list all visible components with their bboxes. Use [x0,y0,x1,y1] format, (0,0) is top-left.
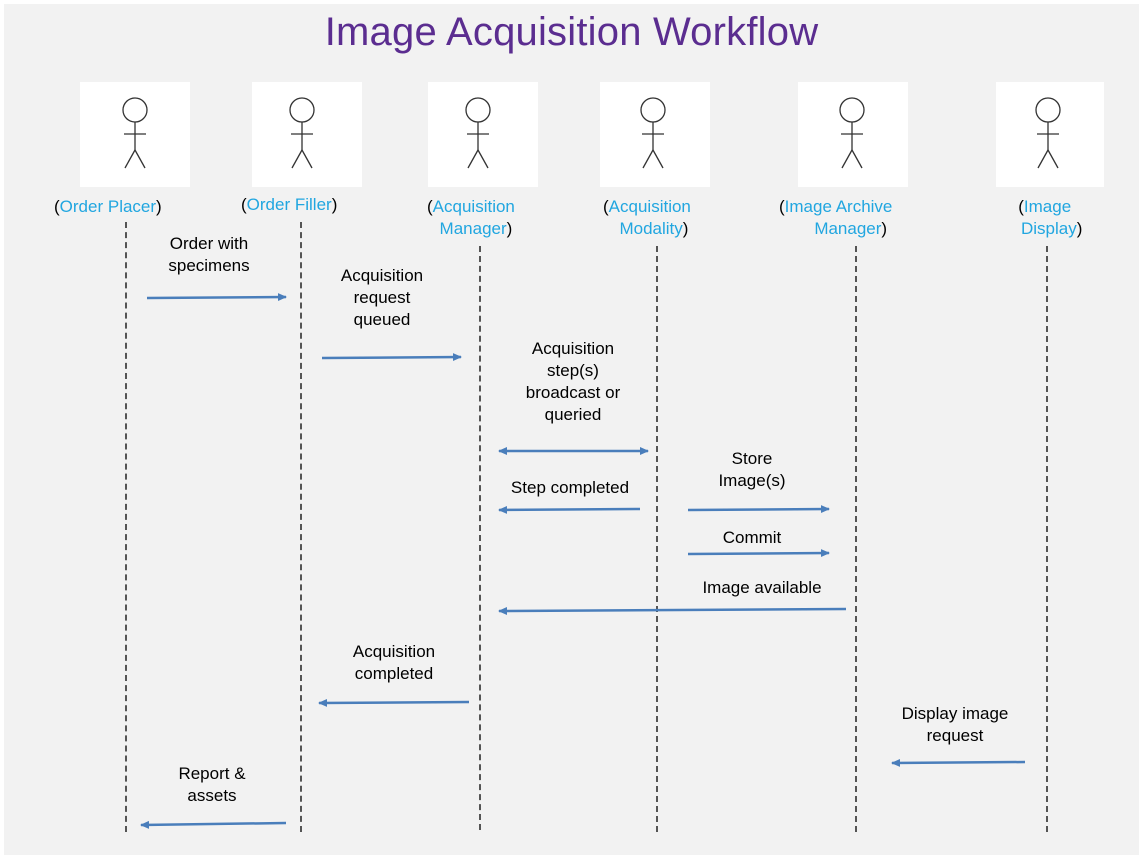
actor-label-order-filler: (Order Filler) [241,195,338,214]
actor-label-acquisition-modality: (Acquisition Modality) [603,197,691,238]
message-label-acquisition-completed: Acquisition completed [335,641,453,685]
actor-name-line2: Manager [814,219,882,238]
actor-name: Order Placer [59,197,157,216]
arrow-order-with-specimens [146,293,287,302]
message-label-commit: Commit [700,527,804,549]
actor-label-order-placer: (Order Placer) [54,197,162,216]
actor-figure-order-placer [80,82,190,187]
message-label-step-completed: Step completed [490,477,650,499]
actor-name: Acquisition [432,197,515,216]
actor-name-line2: Display [1021,219,1077,238]
diagram-background [4,4,1139,855]
arrow-acquisition-request-queued [321,353,462,362]
message-line: Display image [901,704,1009,723]
arrow-acquisition-completed [318,698,470,707]
message-line: Step completed [510,478,630,497]
actor-figure-image-archive-manager [798,82,908,187]
message-line: assets [187,786,237,805]
lifeline-image-archive-manager [855,246,857,832]
message-line: Report & [178,764,246,783]
stick-figure-icon [1035,97,1061,169]
message-line: broadcast or [525,383,621,402]
message-line: Commit [722,528,782,547]
message-line: Acquisition [340,266,424,285]
message-line: Order with [169,234,249,253]
message-line: step(s) [547,361,599,380]
actor-figure-image-display [996,82,1104,187]
lifeline-order-placer [125,222,127,832]
actor-name: Acquisition [608,197,691,216]
stick-figure-icon [289,97,315,169]
stick-figure-icon [640,97,666,169]
message-line: queried [544,405,602,424]
actor-name: Image [1023,197,1072,216]
message-line: queued [353,310,411,329]
actor-label-image-display: (Image Display) [1018,197,1083,238]
message-label-report-assets: Report & assets [160,763,264,807]
arrow-display-image-request [891,758,1026,767]
stick-figure-icon [122,97,148,169]
actor-figure-acquisition-modality [600,82,710,187]
diagram-title: Image Acquisition Workflow [324,10,819,54]
arrow-store-images [687,505,830,514]
actor-label-image-archive-manager: (Image Archive Manager) [779,197,893,238]
arrow-step-completed [498,505,641,514]
actor-figure-order-filler [252,82,362,187]
message-line: Image(s) [718,471,786,490]
message-line: request [926,726,984,745]
actor-name: Image Archive [784,197,893,216]
lifeline-acquisition-modality [656,246,658,832]
message-line: completed [354,664,434,683]
message-label-display-image-request: Display image request [882,703,1028,747]
message-label-acquisition-request-queued: Acquisition request queued [330,265,434,331]
message-line: request [353,288,411,307]
lifeline-order-filler [300,222,302,832]
message-line: specimens [168,256,250,275]
actor-name-line2: Manager [439,219,507,238]
message-label-order-with-specimens: Order with specimens [157,233,261,277]
message-line: Store [731,449,773,468]
message-label-store-images: Store Image(s) [700,448,804,492]
actor-name: Order Filler [246,195,332,214]
actor-name-line2: Modality [619,219,683,238]
stick-figure-icon [465,97,491,169]
arrow-commit [687,549,830,558]
message-line: Acquisition [352,642,436,661]
message-label-acquisition-steps-broadcast: Acquisition step(s) broadcast or queried [511,338,635,426]
actor-label-acquisition-manager: (Acquisition Manager) [427,197,515,238]
message-line: Acquisition [531,339,615,358]
actor-figure-acquisition-manager [428,82,538,187]
message-line: Image available [702,578,822,597]
stick-figure-icon [839,97,865,169]
arrow-image-available [498,606,847,615]
lifeline-acquisition-manager [479,246,481,830]
lifeline-image-display [1046,246,1048,832]
message-label-image-available: Image available [680,577,844,599]
arrow-report-assets [140,820,287,829]
